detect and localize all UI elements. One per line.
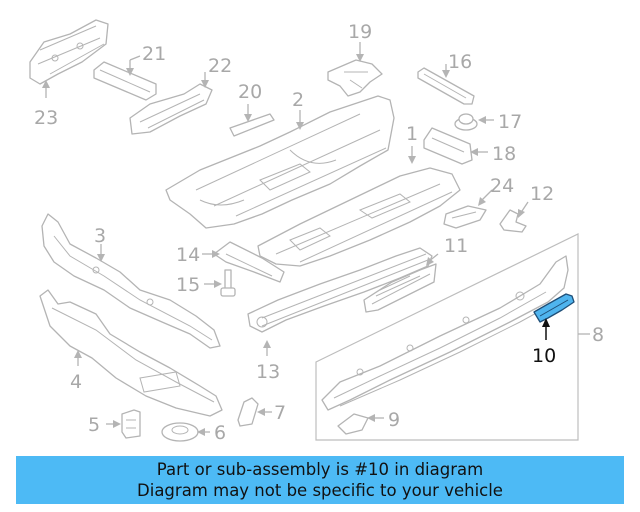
callout-18: 18 [492,143,516,165]
callout-7: 7 [274,402,286,424]
part-14 [213,241,285,283]
part-16 [417,67,475,105]
callout-3: 3 [94,225,106,247]
parts-diagram: 23 21 22 19 16 17 18 20 [29,19,604,444]
callout-21: 21 [142,43,166,65]
part-15 [220,269,236,297]
part-7 [237,397,259,427]
part-12 [499,209,527,233]
callout-5: 5 [88,414,100,436]
callout-10: 10 [532,345,556,367]
callout-2: 2 [292,89,304,111]
part-2 [165,95,395,229]
part-8 [321,255,569,411]
callout-12: 12 [530,183,554,205]
callout-15: 15 [176,274,200,296]
callout-1: 1 [406,123,418,145]
callout-4: 4 [70,371,82,393]
part-20 [229,113,275,137]
part-21 [93,61,157,101]
part-3 [41,213,221,349]
callout-19: 19 [348,21,372,43]
banner-line-2: Diagram may not be specific to your vehi… [137,481,503,500]
callout-23-leader [42,80,50,98]
part-18 [423,127,473,165]
callout-11: 11 [444,235,468,257]
part-13 [247,247,433,333]
callout-13: 13 [256,361,280,383]
part-5 [121,409,141,439]
callout-17: 17 [498,111,522,133]
part-11 [363,263,437,313]
callout-9: 9 [388,409,400,431]
callout-22: 22 [208,55,232,77]
callout-14: 14 [176,244,200,266]
part-6 [161,422,199,442]
part-9 [337,413,369,435]
banner-line-1: Part or sub-assembly is #10 in diagram [156,460,484,479]
part-24 [443,205,487,229]
callout-23: 23 [34,107,58,129]
callout-20: 20 [238,81,262,103]
callout-24: 24 [490,175,514,197]
part-17 [454,113,478,131]
group-8-box [315,233,579,441]
callout-6: 6 [214,422,226,444]
part-4 [39,289,223,417]
part-19 [327,59,383,97]
part-22 [129,83,213,135]
part-10-highlighted [533,293,575,323]
callout-8: 8 [592,324,604,346]
part-1 [257,167,461,267]
part-23 [29,19,109,85]
callout-16: 16 [448,51,472,73]
info-banner: Part or sub-assembly is #10 in diagram D… [16,456,624,504]
